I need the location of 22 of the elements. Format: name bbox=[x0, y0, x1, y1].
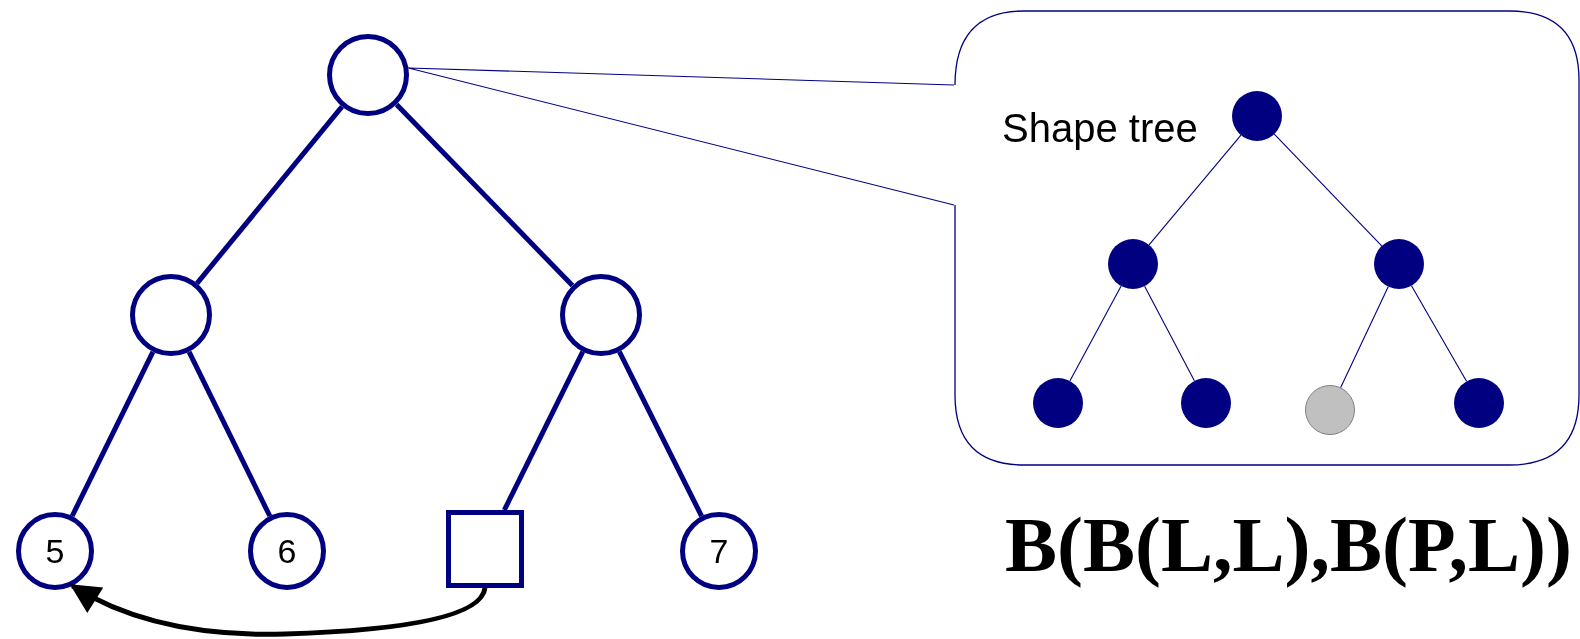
node-number: 5 bbox=[45, 531, 65, 571]
callout-title: Shape tree bbox=[1002, 106, 1198, 151]
tree-expression: B(B(L,L),B(P,L)) bbox=[1005, 500, 1572, 590]
node-number: 7 bbox=[709, 531, 729, 571]
tree-edge bbox=[1410, 285, 1468, 382]
tree-node-circle bbox=[560, 274, 642, 356]
tree-edge bbox=[502, 350, 586, 512]
tree-edge bbox=[1144, 285, 1195, 382]
tree-edge bbox=[186, 350, 273, 518]
curved-arrow bbox=[69, 583, 488, 637]
tree-edge bbox=[394, 102, 575, 288]
node-number: 6 bbox=[277, 531, 297, 571]
tree-edge bbox=[1148, 134, 1242, 246]
tree-edge bbox=[1069, 285, 1122, 382]
tree-edge bbox=[1273, 133, 1383, 247]
tree-edge bbox=[69, 350, 156, 518]
tree-edge bbox=[1340, 286, 1389, 388]
callout-bubble bbox=[954, 10, 1580, 466]
tree-node-square bbox=[446, 510, 524, 588]
callout-pointer bbox=[407, 67, 955, 206]
tree-edge bbox=[195, 105, 344, 285]
tree-edge bbox=[617, 350, 704, 518]
